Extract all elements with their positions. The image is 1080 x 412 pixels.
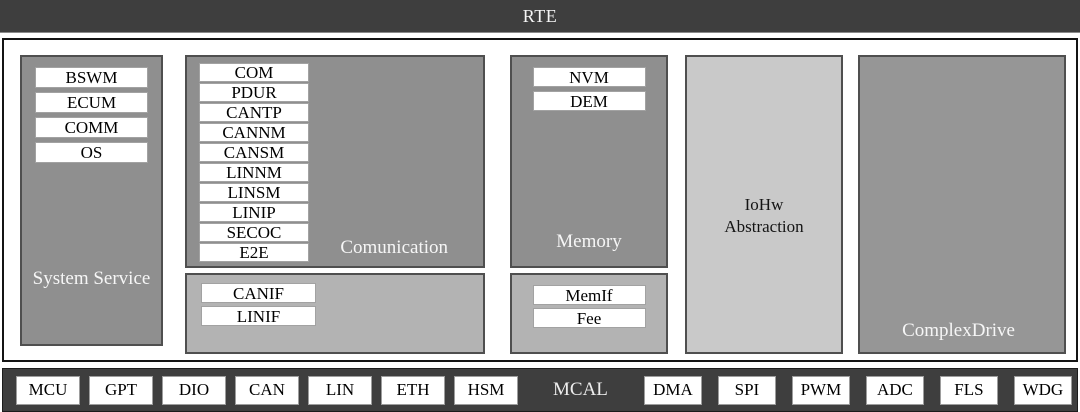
bsw-frame: BSWM ECUM COMM OS System Service COM PDU… bbox=[2, 38, 1078, 362]
complex-drive-label: ComplexDrive bbox=[902, 320, 1015, 341]
mcal-module-chip: ETH bbox=[381, 375, 445, 405]
rte-label: RTE bbox=[522, 6, 558, 26]
module-chip: CANSM bbox=[199, 143, 309, 162]
mcal-module-chip: PWM bbox=[791, 375, 850, 405]
module-chip: DEM bbox=[532, 91, 646, 111]
iohw-label-line1: IoHw bbox=[744, 194, 784, 214]
memory-if-modules: MemIf Fee bbox=[512, 275, 666, 328]
iohw-label-line2: Abstraction bbox=[724, 216, 804, 236]
communication-block: COM PDUR CANTP CANNM CANSM LINNM LINSM L… bbox=[185, 55, 485, 268]
mcal-module-chip: HSM bbox=[454, 375, 518, 405]
mcal-module-chip: SPI bbox=[717, 375, 776, 405]
system-service-modules: BSWM ECUM COMM OS bbox=[22, 57, 161, 163]
mcal-module-chip: DIO bbox=[162, 375, 226, 405]
module-chip: LINIP bbox=[199, 203, 309, 222]
module-chip: CANTP bbox=[199, 103, 309, 122]
mcal-module-chip: ADC bbox=[865, 375, 924, 405]
module-chip: LINIF bbox=[201, 306, 316, 326]
mcal-module-chip: MCU bbox=[16, 375, 80, 405]
memory-if-block: MemIf Fee bbox=[510, 273, 668, 354]
module-chip: BSWM bbox=[35, 67, 148, 88]
communication-modules: COM PDUR CANTP CANNM CANSM LINNM LINSM L… bbox=[187, 57, 483, 262]
memory-block: NVM DEM Memory bbox=[510, 55, 668, 268]
module-chip: E2E bbox=[199, 243, 309, 262]
memory-label: Memory bbox=[556, 231, 622, 252]
iohw-abstraction-block: IoHw Abstraction bbox=[685, 55, 843, 354]
communication-if-modules: CANIF LINIF bbox=[187, 275, 483, 326]
communication-label: Comunication bbox=[340, 237, 448, 258]
module-chip: PDUR bbox=[199, 83, 309, 102]
system-service-block: BSWM ECUM COMM OS System Service bbox=[20, 55, 163, 346]
rte-layer-bar: RTE bbox=[0, 0, 1080, 33]
mcal-module-chip: LIN bbox=[308, 375, 372, 405]
mcal-module-chip: WDG bbox=[1013, 375, 1072, 405]
module-chip: CANIF bbox=[201, 283, 316, 303]
system-service-label: System Service bbox=[32, 268, 151, 289]
module-chip: NVM bbox=[532, 67, 646, 87]
module-chip: COM bbox=[199, 63, 309, 82]
module-chip: Fee bbox=[532, 308, 646, 328]
communication-if-block: CANIF LINIF bbox=[185, 273, 485, 354]
mcal-module-chip: GPT bbox=[89, 375, 153, 405]
module-chip: SECOC bbox=[199, 223, 309, 242]
mcal-label: MCAL bbox=[553, 379, 608, 400]
complex-drive-block: ComplexDrive bbox=[858, 55, 1066, 354]
module-chip: MemIf bbox=[532, 285, 646, 305]
mcal-layer-bar: MCU GPT DIO CAN LIN ETH HSM MCAL DMA SPI… bbox=[2, 368, 1078, 412]
module-chip: ECUM bbox=[35, 92, 148, 113]
memory-modules: NVM DEM bbox=[512, 57, 666, 111]
mcal-module-chip: CAN bbox=[235, 375, 299, 405]
module-chip: CANNM bbox=[199, 123, 309, 142]
module-chip: LINNM bbox=[199, 163, 309, 182]
module-chip: COMM bbox=[35, 117, 148, 138]
mcal-module-chip: FLS bbox=[939, 375, 998, 405]
mcal-module-chip: DMA bbox=[643, 375, 702, 405]
module-chip: OS bbox=[35, 142, 148, 163]
module-chip: LINSM bbox=[199, 183, 309, 202]
